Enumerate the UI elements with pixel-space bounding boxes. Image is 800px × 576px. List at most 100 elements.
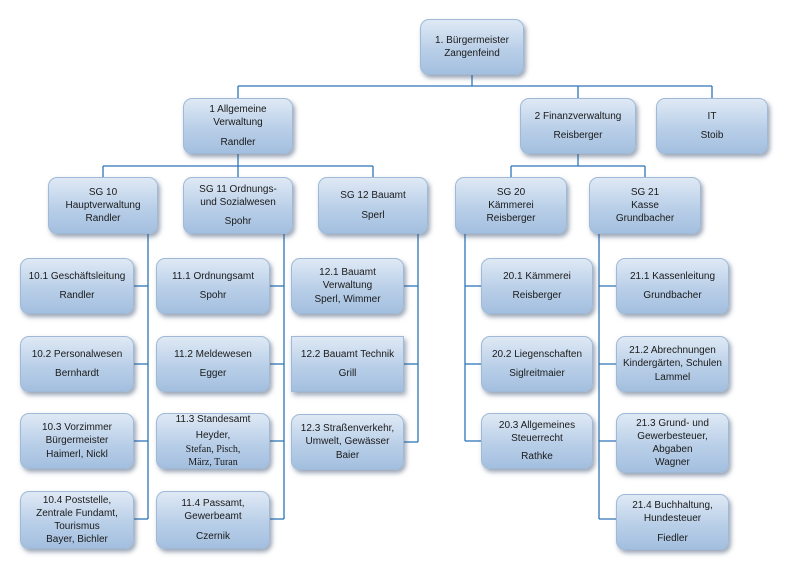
unit-10-4-box: 10.4 Poststelle, Zentrale Fundamt, Touri… — [20, 491, 134, 549]
box-title: 1. Bürgermeister — [435, 34, 509, 46]
box-title: 11.4 Passamt, — [181, 498, 245, 510]
box-name: Bayer, Bichler — [46, 534, 108, 546]
box-name: Fiedler — [657, 532, 688, 544]
box-title: 20.1 Kämmerei — [503, 270, 571, 282]
box-title: 11.3 Standesamt — [175, 414, 251, 426]
unit-21-4-box: 21.4 Buchhaltung, Hundesteuer Fiedler — [616, 494, 729, 550]
box-name: Randler — [59, 290, 95, 301]
unit-10-3-box: 10.3 Vorzimmer Bürgermeister Haimerl, Ni… — [20, 413, 134, 469]
box-title: Verwaltung — [213, 117, 263, 129]
box-name: Haimerl, Nickl — [46, 448, 108, 460]
box-title: Bürgermeister — [45, 435, 109, 447]
box-title: IT — [707, 110, 717, 122]
box-title: Zentrale Fundamt, — [36, 507, 118, 519]
box-title: Kämmerei — [488, 199, 534, 211]
box-name: Czernik — [196, 530, 230, 542]
box-name: Grundbacher — [643, 290, 702, 301]
box-title: 10.1 Geschäftsleitung — [28, 270, 126, 282]
box-name: März, Turan — [188, 456, 238, 468]
box-title: 21.2 Abrechnungen — [629, 345, 716, 357]
box-title: 12.1 Bauamt — [319, 267, 376, 279]
dept-finance-box: 2 Finanzverwaltung Reisberger — [520, 98, 636, 154]
it-box: IT Stoib — [656, 98, 768, 154]
box-title: 10.3 Vorzimmer — [41, 422, 113, 434]
box-title: 1 Allgemeine — [209, 104, 267, 116]
box-title: SG 12 Bauamt — [340, 190, 406, 202]
box-name: Reisberger — [486, 213, 536, 225]
box-name: Bernhardt — [55, 368, 99, 379]
box-title: und Sozialwesen — [200, 196, 276, 208]
box-title: 21.3 Grund- und — [636, 417, 709, 429]
box-title: 12.3 Straßenverkehr, — [300, 423, 395, 435]
unit-12-3-box: 12.3 Straßenverkehr, Umwelt, Gewässer Ba… — [291, 414, 404, 470]
box-title: Umwelt, Gewässer — [305, 436, 390, 448]
box-title: Hundesteuer — [643, 513, 702, 525]
unit-11-1-box: 11.1 Ordnungsamt Spohr — [156, 258, 270, 314]
box-name: Kindergärten, Schulen — [623, 358, 722, 370]
unit-10-1-box: 10.1 Geschäftsleitung Randler — [20, 258, 134, 314]
box-title: SG 20 — [496, 186, 526, 198]
box-title: 12.2 Bauamt Technik — [300, 348, 395, 360]
box-title: SG 10 — [88, 186, 118, 198]
box-title: 20.3 Allgemeines — [498, 420, 576, 432]
box-title: 20.2 Liegenschaften — [491, 348, 583, 360]
box-name: Stoib — [700, 130, 724, 141]
box-name: Sperl — [361, 209, 385, 221]
unit-10-2-box: 10.2 Personalwesen Bernhardt — [20, 336, 134, 392]
unit-11-2-box: 11.2 Meldewesen Egger — [156, 336, 270, 392]
box-name: Rathke — [521, 450, 553, 462]
sg12-box: SG 12 Bauamt Sperl — [318, 177, 428, 234]
box-title: 10.4 Poststelle, — [42, 494, 112, 506]
box-name: Spohr — [224, 216, 252, 228]
box-title: 21.1 Kassenleitung — [629, 270, 716, 282]
sg21-box: SG 21 Kasse Grundbacher — [589, 177, 701, 234]
box-title: 11.2 Meldewesen — [174, 348, 252, 360]
sg20-box: SG 20 Kämmerei Reisberger — [455, 177, 567, 234]
box-name: Randler — [220, 136, 256, 148]
box-name: Grundbacher — [615, 213, 675, 225]
box-title: Kasse — [631, 199, 659, 211]
unit-12-1-box: 12.1 Bauamt Verwaltung Sperl, Wimmer — [291, 258, 404, 314]
box-name: Egger — [199, 368, 227, 379]
box-name: Reisberger — [553, 130, 603, 141]
unit-20-2-box: 20.2 Liegenschaften Siglreitmaier — [481, 336, 593, 392]
unit-21-1-box: 21.1 Kassenleitung Grundbacher — [616, 258, 729, 314]
unit-20-1-box: 20.1 Kämmerei Reisberger — [481, 258, 593, 314]
box-title: Gewerbesteuer, — [637, 430, 708, 442]
box-name: Siglreitmaier — [509, 368, 565, 379]
box-name: Reisberger — [512, 290, 562, 301]
box-title: 2 Finanzverwaltung — [534, 110, 622, 122]
box-name: Wagner — [655, 457, 690, 469]
box-title: Steuerrecht — [511, 433, 563, 445]
unit-11-4-box: 11.4 Passamt, Gewerbeamt Czernik — [156, 491, 270, 549]
unit-12-2-box: 12.2 Bauamt Technik Grill — [291, 336, 404, 392]
box-name: Stefan, Pisch, — [185, 443, 241, 455]
sg11-box: SG 11 Ordnungs- und Sozialwesen Spohr — [183, 177, 293, 234]
box-title: 11.1 Ordnungsamt — [171, 270, 255, 282]
box-title: Gewerbeamt — [184, 511, 242, 523]
box-name: Lammel — [654, 371, 691, 383]
box-title: Verwaltung — [322, 280, 373, 292]
unit-20-3-box: 20.3 Allgemeines Steuerrecht Rathke — [481, 413, 593, 469]
box-name: Zangenfeind — [444, 48, 500, 59]
mayor-box: 1. Bürgermeister Zangenfeind — [420, 19, 524, 75]
box-name: Grill — [338, 368, 357, 379]
box-title: 21.4 Buchhaltung, — [632, 500, 713, 512]
box-name: Sperl, Wimmer — [314, 293, 381, 305]
box-name: Baier — [335, 449, 360, 461]
box-title: Tourismus — [54, 521, 100, 532]
dept-general-administration-box: 1 Allgemeine Verwaltung Randler — [183, 98, 293, 154]
box-name: Randler — [85, 213, 121, 225]
sg10-box: SG 10 Hauptverwaltung Randler — [48, 177, 158, 234]
box-name: Heyder, — [195, 430, 231, 442]
unit-11-3-box: 11.3 Standesamt Heyder, Stefan, Pisch, M… — [156, 413, 270, 469]
box-title: 10.2 Personalwesen — [31, 348, 123, 360]
box-name: Spohr — [199, 290, 227, 301]
box-title: SG 21 — [630, 186, 660, 198]
box-title: Hauptverwaltung — [65, 199, 141, 211]
unit-21-2-box: 21.2 Abrechnungen Kindergärten, Schulen … — [616, 336, 729, 392]
unit-21-3-box: 21.3 Grund- und Gewerbesteuer, Abgaben W… — [616, 413, 729, 473]
box-title: SG 11 Ordnungs- — [199, 183, 277, 195]
box-title: Abgaben — [652, 444, 693, 455]
